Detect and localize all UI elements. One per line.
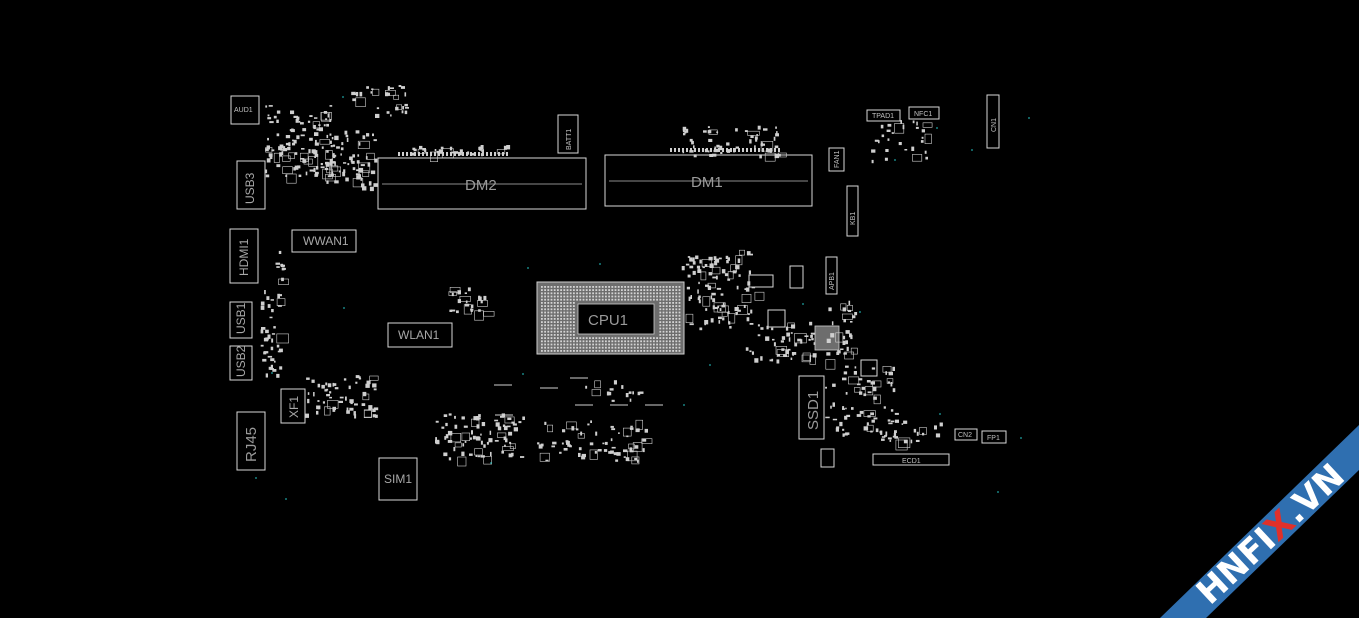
- sim1-label: SIM1: [384, 472, 412, 486]
- ecd1-label: ECD1: [902, 458, 921, 465]
- small-ic-right[interactable]: [748, 265, 878, 468]
- cpu1-processor[interactable]: CPU1: [536, 281, 685, 355]
- usb1-label: USB1: [234, 302, 248, 334]
- ec-chip[interactable]: [814, 325, 840, 351]
- hdmi1-label: HDMI1: [237, 238, 251, 276]
- nfc1-connector[interactable]: NFC1: [908, 106, 940, 120]
- tpad1-connector[interactable]: TPAD1: [866, 109, 901, 122]
- nfc1-label: NFC1: [914, 111, 932, 118]
- wlan1-label: WLAN1: [398, 328, 440, 342]
- cn1-label: CN1: [991, 118, 998, 132]
- fp1-label: FP1: [987, 435, 1000, 442]
- dm2-memory-slot[interactable]: DM2: [377, 157, 587, 210]
- dm1-memory-slot[interactable]: DM1: [604, 154, 813, 207]
- cn2-connector[interactable]: CN2: [954, 428, 978, 441]
- watermark-logo: HNFIX.VN: [1160, 425, 1359, 618]
- apb1-connector[interactable]: APB1: [825, 256, 838, 295]
- ecd1-connector[interactable]: ECD1: [872, 453, 950, 466]
- kb1-label: KB1: [850, 212, 857, 225]
- cn1-connector[interactable]: CN1: [986, 94, 1000, 149]
- usb3-label: USB3: [243, 172, 257, 204]
- wwan1-slot[interactable]: WWAN1: [291, 229, 357, 253]
- sim1-socket[interactable]: SIM1: [378, 457, 418, 501]
- usb2-connector[interactable]: USB2: [229, 345, 253, 381]
- hdmi1-connector[interactable]: HDMI1: [229, 228, 259, 284]
- ssd1-label: SSD1: [805, 391, 822, 430]
- wlan1-slot[interactable]: WLAN1: [387, 322, 453, 348]
- tpad1-label: TPAD1: [872, 113, 894, 120]
- xf1-component[interactable]: XF1: [280, 388, 306, 424]
- fp1-connector[interactable]: FP1: [981, 430, 1007, 444]
- rj45-label: RJ45: [243, 427, 260, 462]
- apb1-label: APB1: [829, 272, 836, 290]
- wwan1-label: WWAN1: [303, 234, 349, 248]
- passive-components: [260, 85, 943, 467]
- cn2-label: CN2: [958, 432, 972, 439]
- fan1-connector[interactable]: FAN1: [828, 147, 845, 172]
- xf1-label: XF1: [287, 396, 301, 418]
- dm1-label: DM1: [691, 174, 723, 191]
- batt1-connector[interactable]: BATT1: [557, 114, 579, 154]
- fan1-label: FAN1: [834, 150, 841, 168]
- cpu1-ball-grid: [541, 286, 681, 352]
- cpu1-label: CPU1: [588, 312, 628, 329]
- batt1-label: BATT1: [566, 129, 573, 150]
- ssd1-slot[interactable]: SSD1: [798, 375, 825, 440]
- kb1-connector[interactable]: KB1: [846, 185, 859, 237]
- aud1-connector[interactable]: AUD1: [230, 95, 260, 125]
- aud1-label: AUD1: [234, 107, 253, 114]
- watermark-text: HNFIX.VN: [1189, 456, 1353, 613]
- test-vias: [255, 96, 1030, 500]
- usb1-connector[interactable]: USB1: [229, 301, 253, 339]
- dm2-label: DM2: [465, 177, 497, 194]
- usb2-label: USB2: [234, 345, 248, 377]
- rj45-connector[interactable]: RJ45: [236, 411, 266, 471]
- usb3-connector[interactable]: USB3: [236, 160, 266, 210]
